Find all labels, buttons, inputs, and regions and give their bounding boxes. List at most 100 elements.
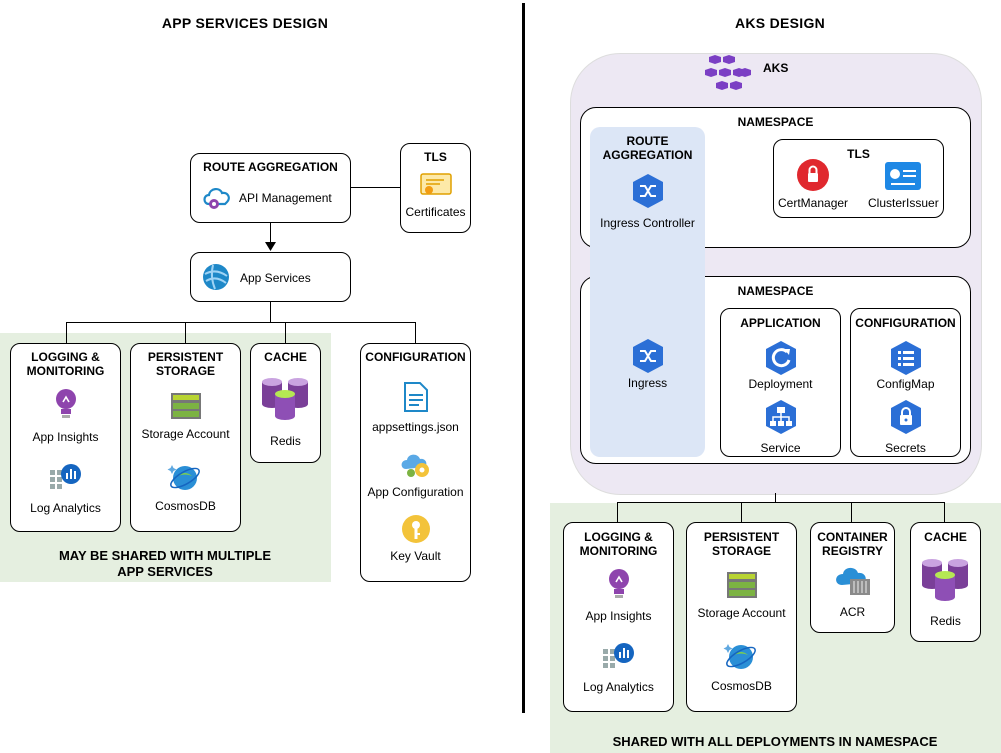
api-management-icon (203, 188, 230, 209)
key-vault-label: Key Vault (390, 549, 441, 563)
left-shared-note: MAY BE SHARED WITH MULTIPLE APP SERVICES (58, 548, 272, 579)
aks-persistent-storage-header: PERSISTENT STORAGE (703, 530, 780, 558)
app-insights-label: App Insights (32, 430, 99, 444)
aks-icon (705, 55, 751, 90)
storage-account-label: Storage Account (141, 427, 230, 441)
aks-app-insights-icon (609, 569, 629, 598)
service-icon (766, 400, 796, 434)
cosmosdb-icon (167, 465, 200, 490)
aks-configuration-box: CONFIGURATION ConfigMap Secrets (850, 308, 961, 457)
aks-cache-header: CACHE (924, 530, 967, 544)
connector-appservices-bus (270, 302, 271, 323)
aks-configuration-header: CONFIGURATION (855, 316, 956, 330)
namespace-bottom-header: NAMESPACE (737, 284, 814, 298)
certificate-icon (420, 173, 452, 195)
secrets-icon (891, 400, 921, 434)
app-services-design-title: APP SERVICES DESIGN (161, 15, 329, 31)
container-registry-header: CONTAINER REGISTRY (817, 530, 888, 558)
aks-cosmosdb-icon (723, 644, 756, 669)
deployment-label: Deployment (748, 377, 813, 391)
vertical-divider (522, 3, 525, 713)
certmanager-icon (797, 159, 829, 191)
aks-design-title: AKS DESIGN (734, 15, 826, 31)
aks-route-aggregation-header: ROUTE AGGREGATION (602, 134, 693, 162)
cache-header: CACHE (264, 350, 307, 364)
configuration-box: CONFIGURATION appsettings.json App Confi… (360, 343, 471, 582)
aks-app-insights-label: App Insights (585, 609, 652, 623)
tls-header: TLS (424, 150, 447, 164)
container-registry-box: CONTAINER REGISTRY ACR (810, 522, 895, 633)
ingress-controller-label: Ingress Controller (600, 216, 695, 230)
aks-log-analytics-label: Log Analytics (583, 680, 654, 694)
arrow-head-icon (265, 242, 276, 251)
cache-box: CACHE Redis (250, 343, 321, 463)
app-insights-icon (56, 389, 76, 418)
connector-drop-config (415, 322, 416, 343)
right-shared-note: SHARED WITH ALL DEPLOYMENTS IN NAMESPACE (612, 734, 938, 749)
app-services-box: App Services (190, 252, 351, 302)
clusterissuer-label: ClusterIssuer (868, 196, 939, 210)
ingress-label: Ingress (627, 376, 668, 390)
persistent-storage-box: PERSISTENT STORAGE Storage Account Cosmo… (130, 343, 241, 532)
configmap-icon (891, 341, 921, 375)
aks-storage-account-label: Storage Account (697, 606, 786, 620)
json-file-icon (404, 382, 428, 412)
connector-right-drop-cache (944, 502, 945, 522)
persistent-storage-header: PERSISTENT STORAGE (147, 350, 224, 378)
logging-monitoring-box: LOGGING & MONITORING App Insights Log An… (10, 343, 121, 532)
route-aggregation-header: ROUTE AGGREGATION (203, 160, 338, 174)
aks-route-aggregation-column: ROUTE AGGREGATION Ingress Controller Ing… (590, 127, 705, 457)
api-management-label: API Management (239, 191, 332, 205)
connector-drop-cache (285, 322, 286, 343)
aks-tls-header: TLS (847, 147, 870, 161)
aks-log-analytics-icon (603, 643, 634, 668)
deployment-icon (766, 341, 796, 375)
aks-persistent-storage-box: PERSISTENT STORAGE Storage Account Cosmo… (686, 522, 797, 712)
connector-apim-tls (350, 187, 401, 188)
certmanager-label: CertManager (778, 196, 849, 210)
application-header: APPLICATION (740, 316, 821, 330)
redis-label: Redis (270, 434, 301, 448)
aks-logging-monitoring-header: LOGGING & MONITORING (579, 530, 658, 558)
connector-right-drop-logging (617, 502, 618, 522)
aks-cosmosdb-label: CosmosDB (711, 679, 772, 693)
certificates-label: Certificates (405, 205, 466, 219)
connector-drop-storage (185, 322, 186, 343)
configuration-header: CONFIGURATION (365, 350, 466, 364)
connector-right-drop-registry (851, 502, 852, 522)
aks-label: AKS (763, 61, 789, 75)
logging-monitoring-header: LOGGING & MONITORING (26, 350, 105, 378)
aks-redis-label: Redis (930, 614, 961, 628)
cosmosdb-label: CosmosDB (155, 499, 216, 513)
secrets-label: Secrets (885, 441, 926, 455)
ingress-controller-icon (633, 174, 663, 208)
aks-redis-icon (922, 559, 968, 601)
aks-logging-monitoring-box: LOGGING & MONITORING App Insights Log An… (563, 522, 674, 712)
redis-icon (262, 378, 308, 420)
storage-account-icon (171, 393, 201, 419)
tls-box: TLS Certificates (400, 143, 471, 233)
aks-tls-box: TLS CertManager ClusterIssuer (773, 139, 944, 218)
connector-right-drop-storage (741, 502, 742, 522)
app-configuration-icon (401, 454, 429, 477)
appsettings-label: appsettings.json (372, 420, 459, 434)
log-analytics-label: Log Analytics (30, 501, 101, 515)
connector-drop-logging (66, 322, 67, 343)
acr-icon (836, 567, 870, 595)
connector-apim-appservices (270, 222, 271, 244)
configmap-label: ConfigMap (876, 377, 935, 391)
application-box: APPLICATION Deployment Service (720, 308, 841, 457)
app-services-icon (203, 264, 229, 290)
route-aggregation-box: ROUTE AGGREGATION API Management (190, 153, 351, 223)
acr-label: ACR (839, 605, 866, 619)
aks-storage-account-icon (727, 572, 757, 598)
key-vault-icon (402, 515, 430, 543)
service-label: Service (760, 441, 801, 455)
app-services-label: App Services (240, 271, 311, 285)
ingress-icon (633, 339, 663, 373)
app-configuration-label: App Configuration (367, 485, 464, 499)
clusterissuer-icon (885, 162, 921, 190)
log-analytics-icon (50, 464, 81, 489)
namespace-top-header: NAMESPACE (737, 115, 814, 129)
connector-right-bus-horizontal (617, 502, 945, 503)
